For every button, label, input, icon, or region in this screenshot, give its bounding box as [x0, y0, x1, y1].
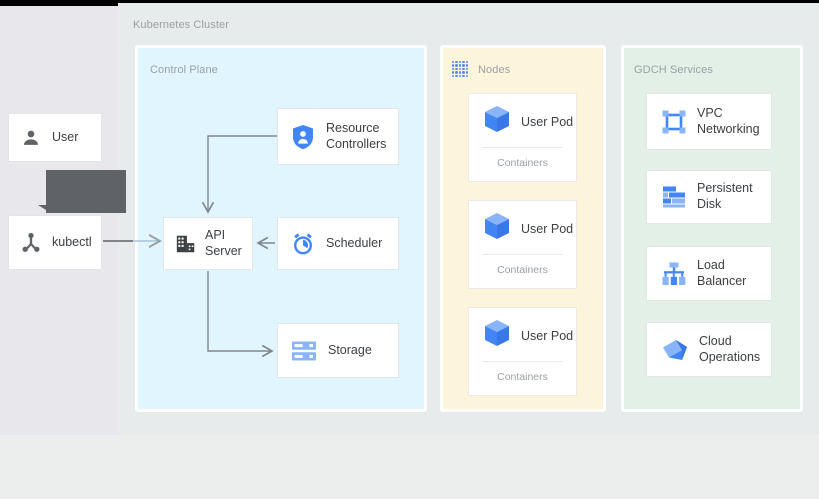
- pod-label: User Pod: [521, 114, 574, 129]
- pod-label: User Pod: [521, 221, 574, 236]
- card-load-balancer[interactable]: Load Balancer: [646, 246, 772, 301]
- card-storage[interactable]: Storage: [277, 323, 399, 378]
- tooltip-pointer: [38, 205, 46, 210]
- cloud-operations-icon: [661, 337, 689, 363]
- card-vpc-networking[interactable]: VPC Networking: [646, 93, 772, 150]
- card-scheduler[interactable]: Scheduler: [277, 217, 399, 270]
- nodes-title: Nodes: [478, 64, 511, 76]
- card-api-server-label: API Server: [205, 227, 242, 258]
- top-bar-right: [118, 0, 819, 3]
- pod-header: User Pod: [469, 94, 576, 147]
- card-kubectl-label: kubectl: [52, 234, 92, 249]
- card-persistent-disk[interactable]: Persistent Disk: [646, 170, 772, 224]
- cluster-title: Kubernetes Cluster: [133, 19, 229, 31]
- shield-person-icon: [291, 124, 315, 150]
- pod-divider: [482, 254, 563, 255]
- pod-divider: [482, 147, 563, 148]
- persistent-disk-icon: [661, 184, 687, 210]
- card-scheduler-label: Scheduler: [326, 235, 383, 250]
- vpc-network-icon: [661, 109, 687, 135]
- card-kubectl[interactable]: kubectl: [8, 215, 102, 270]
- card-resource-controllers-label: Resource Controllers: [326, 120, 387, 151]
- pod-sublabel: Containers: [497, 157, 548, 169]
- card-user-label: User: [52, 129, 79, 144]
- card-vpc-networking-label: VPC Networking: [697, 105, 760, 136]
- control-plane-title: Control Plane: [150, 64, 218, 76]
- card-cloud-operations-label: Cloud Operations: [699, 333, 761, 364]
- person-icon: [21, 128, 41, 148]
- load-balancer-icon: [661, 261, 687, 287]
- building-icon: [175, 233, 197, 255]
- pod-sublabel: Containers: [497, 264, 548, 276]
- card-storage-label: Storage: [328, 342, 372, 357]
- pod-label: User Pod: [521, 328, 574, 343]
- cube-icon: [484, 212, 510, 245]
- card-resource-controllers[interactable]: Resource Controllers: [277, 108, 399, 165]
- alarm-clock-icon: [291, 232, 315, 256]
- gdch-services-title: GDCH Services: [634, 64, 713, 76]
- pod-sublabel: Containers: [497, 371, 548, 383]
- pod-header: User Pod: [469, 308, 576, 361]
- server-rack-icon: [291, 340, 317, 362]
- pod-card[interactable]: User Pod Containers: [468, 307, 577, 396]
- pod-divider: [482, 361, 563, 362]
- pod-card[interactable]: User Pod Containers: [468, 93, 577, 182]
- cube-icon: [484, 319, 510, 352]
- node-grid-icon: [452, 61, 468, 77]
- top-bar-left: [0, 0, 118, 6]
- card-load-balancer-label: Load Balancer: [697, 257, 747, 288]
- card-cloud-operations[interactable]: Cloud Operations: [646, 322, 772, 377]
- cube-icon: [484, 105, 510, 138]
- pod-card[interactable]: User Pod Containers: [468, 200, 577, 289]
- card-user[interactable]: User: [8, 113, 102, 162]
- card-persistent-disk-label: Persistent Disk: [697, 181, 753, 211]
- card-api-server[interactable]: API Server: [163, 217, 253, 270]
- kubectl-icon: [21, 232, 41, 254]
- pod-header: User Pod: [469, 201, 576, 254]
- tooltip-popup: [46, 170, 126, 213]
